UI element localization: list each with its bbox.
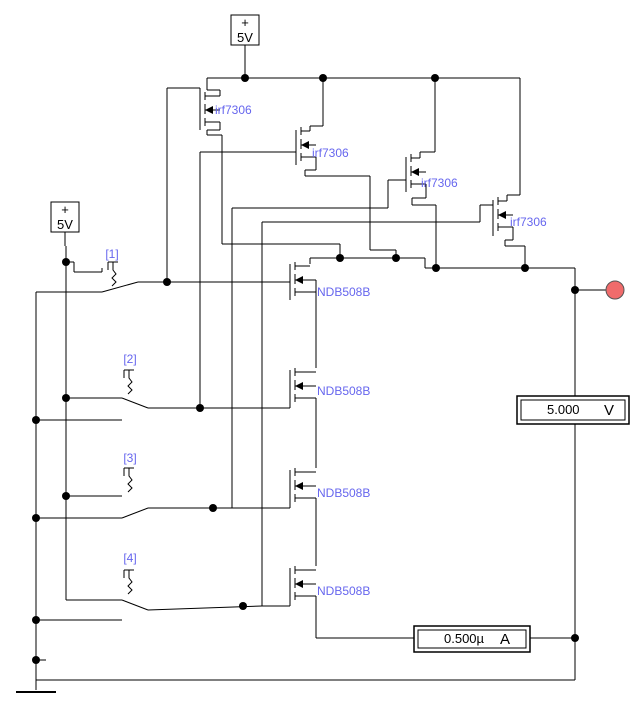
ammeter-unit: A (500, 631, 510, 648)
wires (35, 45, 608, 690)
ammeter-value: 0.500µ (444, 631, 485, 646)
component-labels: [1] [2] [3] [4] irf7306 irf7306 irf7306 … (105, 103, 547, 598)
nmos-label-4: NDB508B (317, 584, 370, 598)
pmos-label-1: irf7306 (215, 103, 252, 117)
nmos-label-3: NDB508B (317, 486, 370, 500)
nmos-label-1: NDB508B (317, 285, 370, 299)
supply-left: + 5V (50, 201, 80, 246)
supply-top-sign: + (241, 15, 249, 30)
switch-springs (107, 261, 134, 595)
ammeter[interactable]: 0.500µ A (413, 625, 531, 653)
pmos-label-3: irf7306 (421, 176, 458, 190)
pmos-label-2: irf7306 (312, 146, 349, 160)
supply-left-label: 5V (57, 217, 73, 232)
nmos-label-2: NDB508B (317, 384, 370, 398)
output-probe-lamp[interactable] (605, 280, 625, 300)
pmos-label-4: irf7306 (510, 215, 547, 229)
voltmeter[interactable]: 5.000 V (516, 395, 630, 425)
switch-label-3: [3] (123, 451, 136, 465)
supply-top: + 5V (230, 14, 260, 46)
switch-label-2: [2] (123, 352, 136, 366)
switch-label-4: [4] (123, 551, 136, 565)
switch-label-1: [1] (105, 247, 118, 261)
voltmeter-unit: V (604, 402, 614, 419)
supply-top-label: 5V (237, 30, 253, 45)
voltmeter-value: 5.000 (547, 402, 580, 417)
supply-left-sign: + (61, 202, 69, 217)
mosfet-arrows (205, 106, 506, 588)
junctions (32, 74, 579, 664)
